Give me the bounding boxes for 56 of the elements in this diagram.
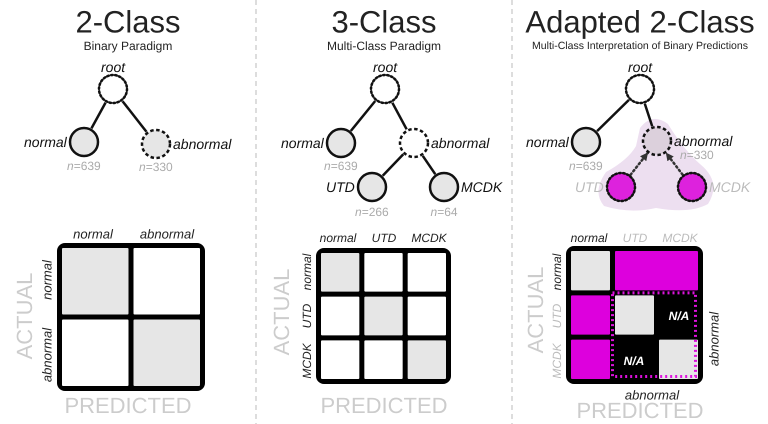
node-label: root xyxy=(373,60,398,74)
column-label: MCDK xyxy=(411,232,447,244)
row-label: normal xyxy=(551,254,563,290)
panel-title: 3-Class xyxy=(331,6,437,38)
sample-size-label: n=64 xyxy=(430,206,458,218)
connector-line xyxy=(644,103,654,127)
connector-line xyxy=(382,153,404,177)
connector-line xyxy=(122,100,148,133)
column-label: normal xyxy=(570,232,608,244)
row-label: abnormal xyxy=(40,328,54,382)
node-label: abnormal xyxy=(674,134,732,148)
node-label: normal xyxy=(24,135,67,149)
cell-label: N/A xyxy=(624,355,644,367)
panel-subtitle: Binary Paradigm xyxy=(84,40,172,52)
sample-size-label: n=639 xyxy=(569,160,603,172)
node-label: abnormal xyxy=(431,136,490,150)
column-label: abnormal xyxy=(140,228,194,240)
panel-subtitle: Multi-Class Interpretation of Binary Predictions xyxy=(532,40,748,52)
node-label: root xyxy=(628,60,652,74)
node-label: MCDK xyxy=(461,180,502,194)
row-label: UTD xyxy=(301,304,313,328)
column-label: MCDK xyxy=(662,232,698,244)
node-label: abnormal xyxy=(173,137,232,151)
node-label: MCDK xyxy=(709,180,750,194)
column-label: UTD xyxy=(622,232,648,244)
row-label: MCDK xyxy=(301,343,313,379)
connector-line xyxy=(596,98,630,132)
arrow xyxy=(629,152,649,176)
arrow xyxy=(665,152,684,176)
sample-size-label: n=330 xyxy=(139,161,173,173)
panel-title: 2-Class xyxy=(75,6,181,38)
sample-size-label: n=639 xyxy=(324,160,358,172)
node-label: UTD xyxy=(326,180,355,194)
panel-title: Adapted 2-Class xyxy=(525,6,755,38)
cell-label: N/A xyxy=(668,310,690,322)
panel-subtitle: Multi-Class Paradigm xyxy=(326,40,442,52)
sample-size-label: n=330 xyxy=(680,149,714,161)
row-label: normal xyxy=(301,254,313,290)
row-label: MCDK xyxy=(551,343,563,379)
sample-size-label: n=266 xyxy=(355,206,389,218)
column-label: UTD xyxy=(372,232,396,244)
column-label: normal xyxy=(73,228,113,240)
connector-line xyxy=(350,100,376,132)
node-label: normal xyxy=(526,135,569,149)
group-label: abnormal xyxy=(624,388,680,402)
node-label: normal xyxy=(281,136,324,150)
row-label: UTD xyxy=(551,304,563,328)
connector-line xyxy=(391,102,408,130)
connector-line xyxy=(422,155,436,175)
node-label: root xyxy=(101,60,126,74)
sample-size-label: n=639 xyxy=(67,160,101,172)
connector-line xyxy=(90,102,107,129)
node-label: UTD xyxy=(575,180,604,194)
row-label: normal xyxy=(40,260,54,300)
column-label: normal xyxy=(320,232,356,244)
group-label: abnormal xyxy=(708,312,720,366)
